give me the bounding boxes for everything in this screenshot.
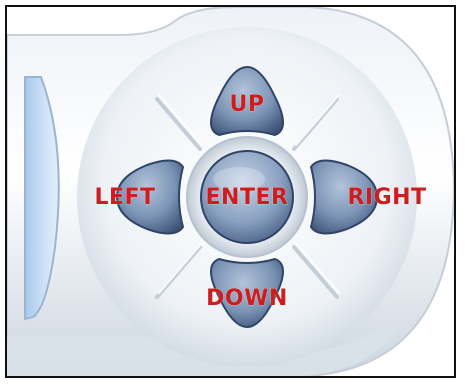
down-label: DOWN — [206, 286, 288, 311]
remote-control: UP DOWN LEFT RIGHT ENTER — [7, 7, 454, 376]
enter-label: ENTER — [206, 185, 289, 210]
screenshot-frame: UP DOWN LEFT RIGHT ENTER — [5, 5, 456, 378]
enter-button[interactable]: ENTER — [201, 151, 293, 243]
right-label: RIGHT — [347, 185, 426, 210]
up-label: UP — [230, 92, 265, 117]
left-label: LEFT — [94, 185, 155, 210]
